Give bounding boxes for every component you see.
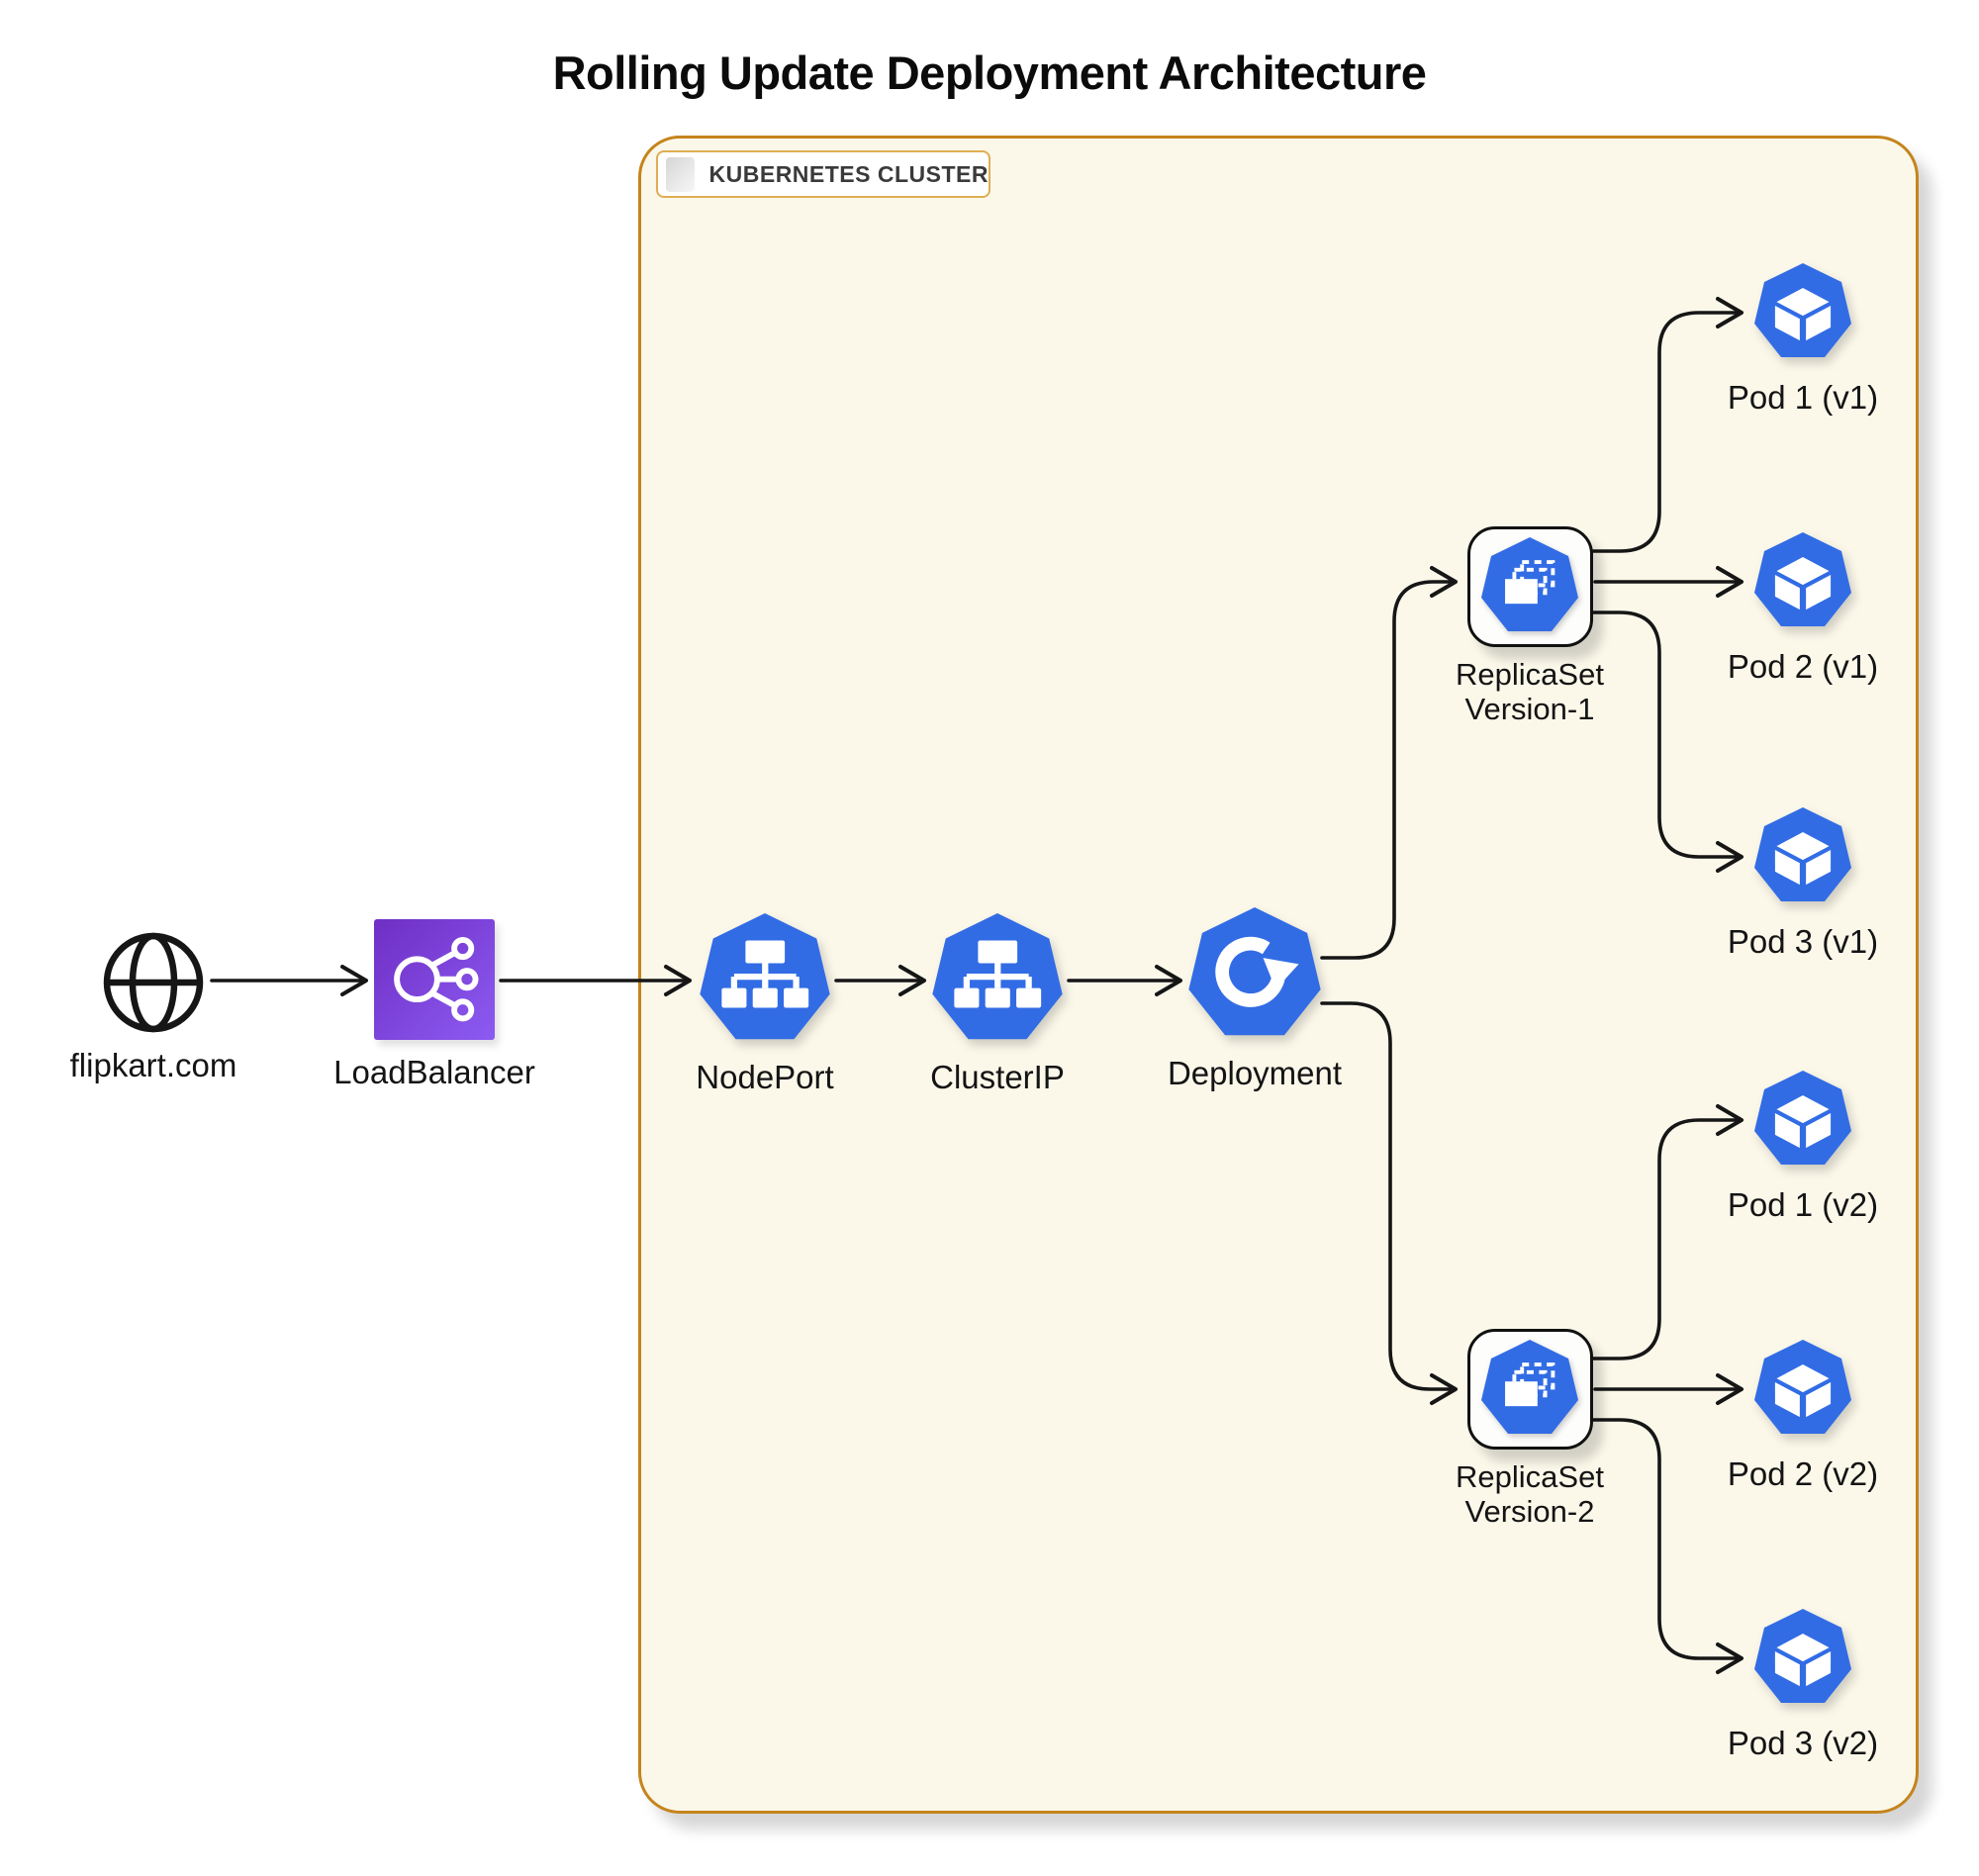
pod-cube-icon bbox=[1753, 1071, 1852, 1170]
deployment-label: Deployment bbox=[1167, 1055, 1343, 1091]
pod-label: Pod 3 (v1) bbox=[1727, 923, 1879, 960]
pod-label: Pod 1 (v2) bbox=[1727, 1186, 1879, 1223]
node-replicaset-v2: ReplicaSet Version-2 bbox=[1401, 1329, 1658, 1529]
node-pod-1-v2: Pod 1 (v2) bbox=[1694, 1071, 1912, 1225]
node-internet: flipkart.com bbox=[35, 931, 272, 1085]
pod-cube-icon bbox=[1753, 807, 1852, 906]
pod-cube-icon bbox=[1753, 1609, 1852, 1708]
replicaset-icon bbox=[1466, 526, 1593, 647]
rolling-update-icon bbox=[1187, 907, 1322, 1042]
load-balancer-label: LoadBalancer bbox=[333, 1054, 535, 1090]
pod-label: Pod 3 (v2) bbox=[1727, 1725, 1879, 1761]
pod-cube-icon bbox=[1753, 263, 1852, 362]
cluster-label-text: KUBERNETES CLUSTER bbox=[708, 160, 989, 187]
replicaset-v2-label: ReplicaSet Version-2 bbox=[1456, 1459, 1604, 1529]
node-pod-3-v1: Pod 3 (v1) bbox=[1694, 807, 1912, 962]
node-replicaset-v1: ReplicaSet Version-1 bbox=[1401, 526, 1658, 726]
replicaset-v1-label: ReplicaSet Version-1 bbox=[1456, 657, 1604, 726]
node-loadbalancer: LoadBalancer bbox=[316, 919, 553, 1092]
node-deployment: Deployment bbox=[1126, 907, 1383, 1093]
cluster-chip-icon bbox=[666, 156, 695, 192]
load-balancer-icon bbox=[374, 919, 495, 1040]
globe-icon bbox=[102, 931, 205, 1034]
nodeport-label: NodePort bbox=[696, 1059, 834, 1095]
page-title: Rolling Update Deployment Architecture bbox=[552, 47, 1427, 99]
cluster-label: KUBERNETES CLUSTER bbox=[656, 150, 990, 198]
node-pod-2-v1: Pod 2 (v1) bbox=[1694, 532, 1912, 687]
node-nodeport: NodePort bbox=[636, 913, 894, 1097]
pod-label: Pod 2 (v1) bbox=[1727, 648, 1879, 685]
node-clusterip: ClusterIP bbox=[869, 913, 1126, 1097]
node-pod-1-v1: Pod 1 (v1) bbox=[1694, 263, 1912, 418]
pod-cube-icon bbox=[1753, 1340, 1852, 1439]
node-pod-2-v2: Pod 2 (v2) bbox=[1694, 1340, 1912, 1494]
clusterip-service-icon bbox=[931, 913, 1064, 1046]
node-pod-3-v2: Pod 3 (v2) bbox=[1694, 1609, 1912, 1763]
pod-label: Pod 1 (v1) bbox=[1727, 379, 1879, 416]
replicaset-icon bbox=[1466, 1329, 1593, 1450]
internet-label: flipkart.com bbox=[69, 1047, 237, 1083]
clusterip-label: ClusterIP bbox=[930, 1059, 1065, 1095]
nodeport-service-icon bbox=[699, 913, 831, 1046]
pod-cube-icon bbox=[1753, 532, 1852, 631]
pod-label: Pod 2 (v2) bbox=[1727, 1455, 1879, 1492]
